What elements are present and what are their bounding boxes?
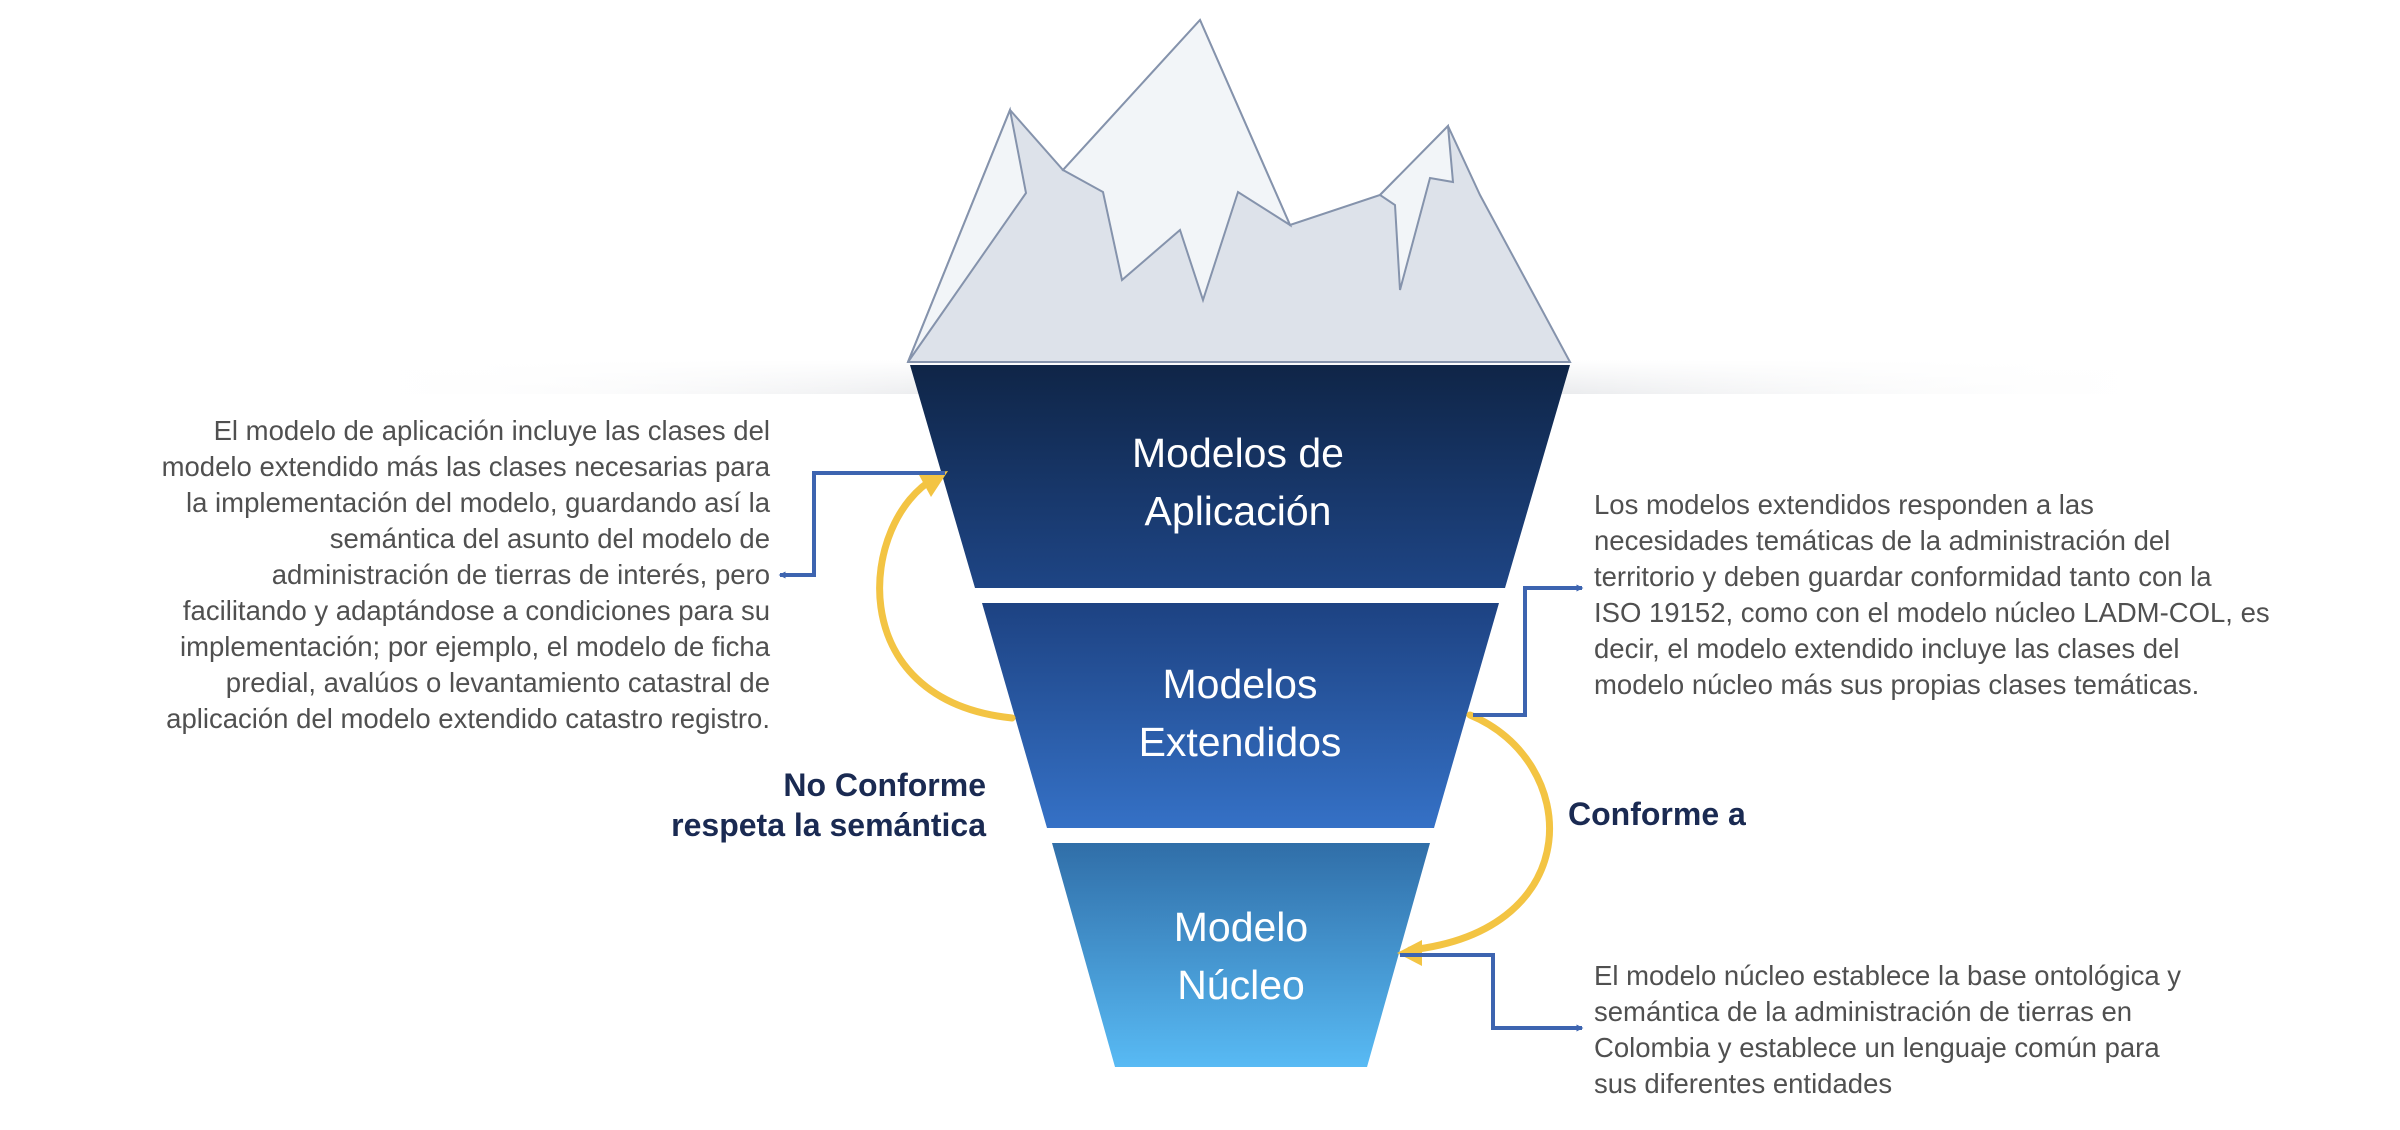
connector-nucleo — [1400, 953, 1584, 1032]
layer-aplicacion-label-line1: Modelos de — [1132, 430, 1344, 476]
layer-nucleo-label-line2: Núcleo — [1177, 962, 1305, 1008]
no-conforme-arrow — [876, 474, 1016, 722]
description-modelos-aplicacion: El modelo de aplicación incluye las clas… — [161, 415, 770, 734]
layer-modelos-aplicacion: Modelos de Aplicación — [910, 365, 1570, 588]
snow-cap — [1378, 123, 1455, 291]
conforme-a-label: Conforme a — [1568, 796, 1746, 832]
connector-extendidos — [1473, 584, 1584, 717]
layer-aplicacion-label-line2: Aplicación — [1145, 488, 1332, 534]
connector-aplicacion — [778, 471, 945, 579]
snow-cap — [907, 106, 1028, 363]
layer-modelos-extendidos: Modelos Extendidos — [982, 603, 1499, 828]
description-modelos-extendidos: Los modelos extendidos responden a las n… — [1594, 489, 2270, 700]
respeta-semantica-label: respeta la semántica — [671, 807, 986, 843]
snow-cap — [1061, 18, 1293, 304]
iceberg-tip — [906, 18, 1572, 363]
no-conforme-arrowhead — [919, 471, 948, 497]
conforme-arrow — [1406, 711, 1554, 954]
layer-modelo-nucleo: Modelo Núcleo — [1052, 843, 1430, 1067]
layer-extendidos-label-line2: Extendidos — [1139, 719, 1342, 765]
no-conforme-label: No Conforme — [783, 767, 986, 803]
layer-extendidos-label-line1: Modelos — [1163, 661, 1318, 707]
description-modelo-nucleo: El modelo núcleo establece la base ontol… — [1594, 960, 2182, 1099]
layer-nucleo-label-line1: Modelo — [1174, 904, 1308, 950]
